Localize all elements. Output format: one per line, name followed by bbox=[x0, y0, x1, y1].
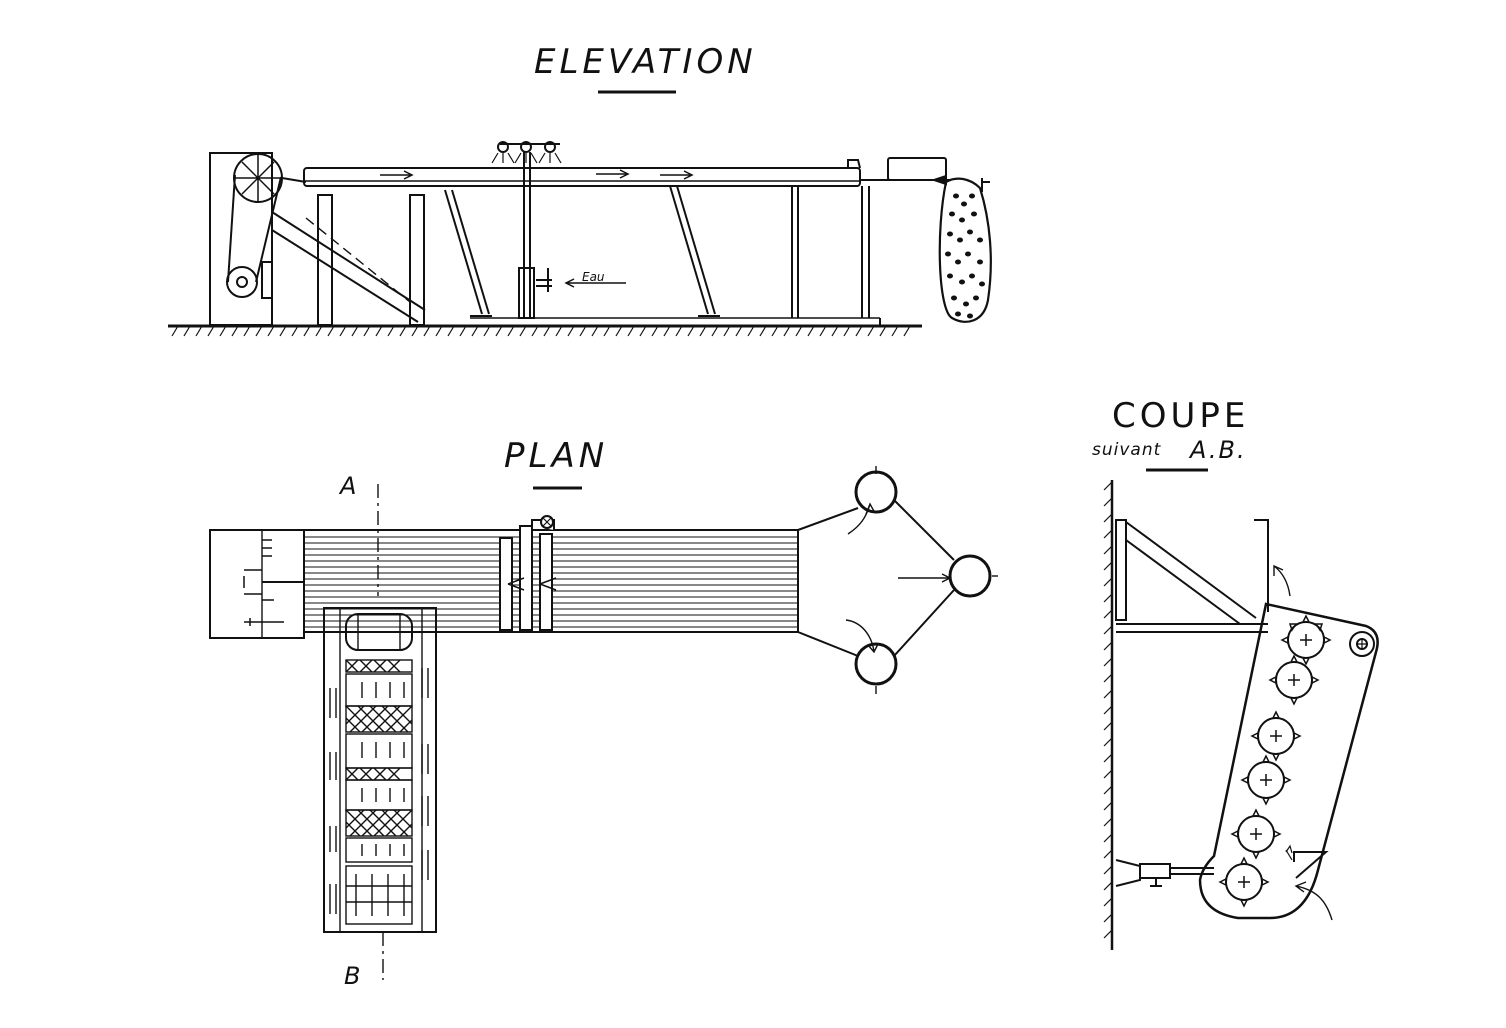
section-b-label: B bbox=[344, 962, 363, 990]
section-a-label: A bbox=[340, 472, 359, 500]
coupe-subtitle: suivant bbox=[1092, 440, 1162, 460]
coupe-reference: A.B. bbox=[1190, 436, 1247, 464]
elevation-title: ELEVATION bbox=[534, 42, 757, 82]
plan-title: PLAN bbox=[504, 436, 609, 476]
coupe-title: COUPE bbox=[1112, 396, 1250, 436]
water-label: Eau bbox=[582, 270, 605, 284]
plan-view bbox=[209, 466, 998, 980]
elevation-view bbox=[168, 90, 992, 337]
section-view bbox=[1103, 468, 1379, 950]
